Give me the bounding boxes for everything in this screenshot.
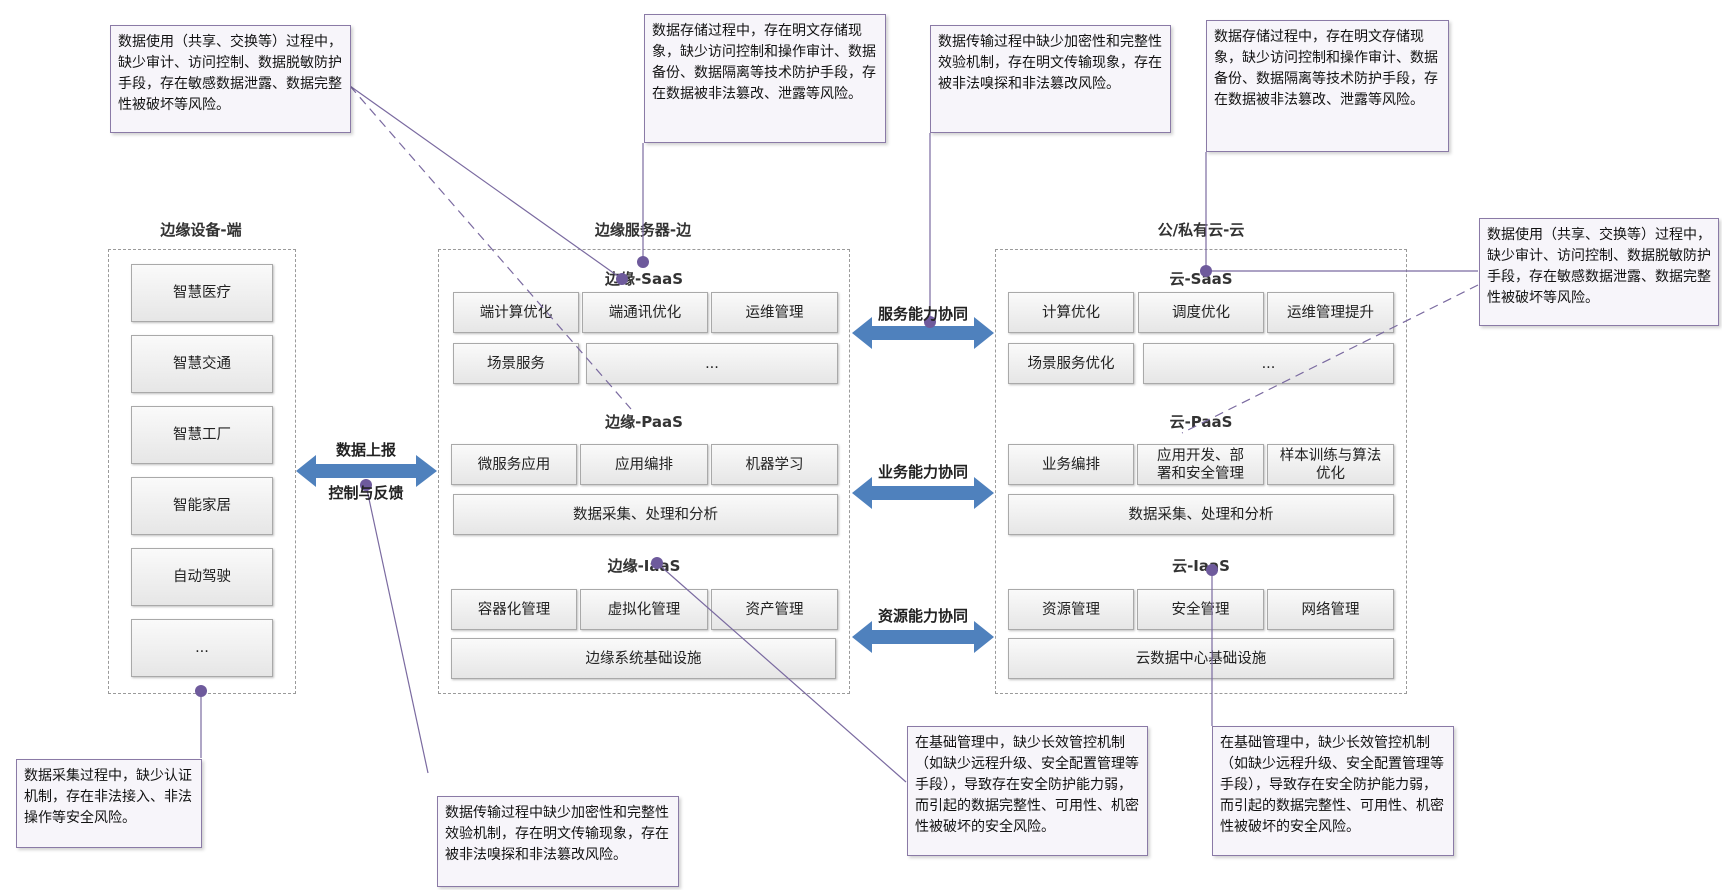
edge-iaas-item[interactable]: 虚拟化管理 — [580, 589, 708, 630]
edge-iaas-item[interactable]: 资产管理 — [711, 589, 838, 630]
device-item[interactable]: 智能家居 — [131, 477, 273, 535]
label-resource-collab: 资源能力协同 — [877, 607, 968, 625]
risk-note-collect: 数据采集过程中，缺少认证机制，存在非法接入、非法操作等安全风险。 — [16, 759, 202, 848]
connector-transfer-bottom — [365, 484, 429, 774]
cloud-paas-item[interactable]: 样本训练与算法优化 — [1267, 444, 1394, 485]
cloud-saas-item[interactable]: ... — [1143, 343, 1394, 384]
label-control-feedback: 控制与反馈 — [328, 484, 404, 502]
risk-note-transfer-top: 数据传输过程中缺少加密性和完整性效验机制，存在明文传输现象，存在被非法嗅探和非法… — [930, 25, 1171, 133]
edge-saas-item[interactable]: 端通讯优化 — [582, 292, 708, 333]
cloud-saas-item[interactable]: 调度优化 — [1138, 292, 1264, 333]
edge-iaas-item[interactable]: 容器化管理 — [451, 589, 577, 630]
risk-note-infra-right: 在基础管理中，缺少长效管控机制（如缺少远程升级、安全配置管理等手段），导致存在安… — [1212, 726, 1454, 856]
label-business-collab: 业务能力协同 — [877, 463, 968, 481]
risk-note-storage-mid: 数据存储过程中，存在明文存储现象，缺少访问控制和操作审计、数据备份、数据隔离等技… — [644, 14, 886, 143]
risk-note-usage-right: 数据使用（共享、交换等）过程中，缺少审计、访问控制、数据脱敏防护手段，存在敏感数… — [1479, 218, 1719, 326]
edge-paas-item[interactable]: 应用编排 — [580, 444, 708, 485]
cloud-iaas-item[interactable]: 网络管理 — [1267, 589, 1394, 630]
device-item[interactable]: 智慧工厂 — [131, 406, 273, 464]
cloud-iaas-title: 云-IaaS — [1172, 557, 1230, 575]
edge-saas-item[interactable]: 运维管理 — [711, 292, 838, 333]
label-data-report: 数据上报 — [335, 441, 396, 459]
edge-saas-item[interactable]: 场景服务 — [453, 343, 579, 384]
cloud-saas-item[interactable]: 运维管理提升 — [1267, 292, 1394, 333]
edge-paas-item[interactable]: 数据采集、处理和分析 — [453, 494, 838, 535]
cloud-saas-title: 云-SaaS — [1169, 270, 1233, 288]
cloud-paas-item[interactable]: 数据采集、处理和分析 — [1008, 494, 1394, 535]
cloud-container — [995, 249, 1407, 694]
edge-saas-item[interactable]: ... — [586, 343, 838, 384]
column-title-cloud: 公/私有云-云 — [1157, 221, 1245, 239]
risk-note-usage-left: 数据使用（共享、交换等）过程中，缺少审计、访问控制、数据脱敏防护手段，存在敏感数… — [110, 25, 351, 133]
edge-paas-title: 边缘-PaaS — [605, 413, 683, 431]
device-item[interactable]: 智慧交通 — [131, 335, 273, 393]
cloud-iaas-item[interactable]: 安全管理 — [1137, 589, 1264, 630]
edge-iaas-item[interactable]: 边缘系统基础设施 — [451, 638, 836, 679]
device-item[interactable]: ... — [131, 619, 273, 677]
cloud-saas-item[interactable]: 场景服务优化 — [1008, 343, 1134, 384]
cloud-saas-item[interactable]: 计算优化 — [1008, 292, 1134, 333]
edge-paas-item[interactable]: 微服务应用 — [451, 444, 577, 485]
cloud-paas-item[interactable]: 应用开发、部署和安全管理 — [1137, 444, 1264, 485]
server-container — [438, 249, 850, 694]
edge-paas-item[interactable]: 机器学习 — [711, 444, 838, 485]
label-service-collab: 服务能力协同 — [877, 305, 968, 323]
risk-note-storage-right: 数据存储过程中，存在明文存储现象，缺少访问控制和操作审计、数据备份、数据隔离等技… — [1206, 20, 1449, 152]
column-title-server: 边缘服务器-边 — [594, 221, 692, 239]
edge-iaas-title: 边缘-IaaS — [607, 557, 681, 575]
risk-note-infra-mid: 在基础管理中，缺少长效管控机制（如缺少远程升级、安全配置管理等手段），导致存在安… — [907, 726, 1148, 856]
risk-note-transfer-bottom: 数据传输过程中缺少加密性和完整性效验机制，存在明文传输现象，存在被非法嗅探和非法… — [437, 796, 679, 887]
cloud-iaas-item[interactable]: 云数据中心基础设施 — [1008, 638, 1394, 679]
cloud-paas-title: 云-PaaS — [1169, 413, 1233, 431]
edge-saas-item[interactable]: 端计算优化 — [453, 292, 579, 333]
device-item[interactable]: 自动驾驶 — [131, 548, 273, 606]
device-item[interactable]: 智慧医疗 — [131, 264, 273, 322]
column-title-device: 边缘设备-端 — [160, 221, 242, 239]
cloud-paas-item[interactable]: 业务编排 — [1008, 444, 1134, 485]
edge-saas-title: 边缘-SaaS — [604, 270, 684, 288]
cloud-iaas-item[interactable]: 资源管理 — [1008, 589, 1134, 630]
